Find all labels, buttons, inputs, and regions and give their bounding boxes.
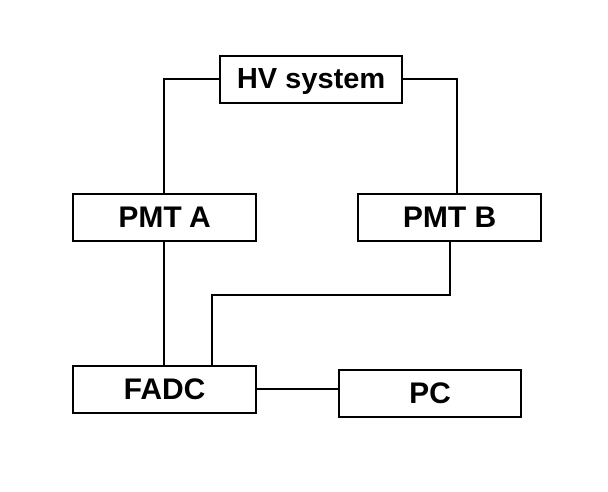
edge-hv-to-pmt-b	[402, 78, 458, 194]
pmt-b-node: PMT B	[357, 193, 542, 242]
pc-label: PC	[409, 376, 451, 410]
pc-node: PC	[338, 369, 522, 418]
edge-pmt-b-to-fadc	[211, 241, 451, 366]
hv-system-label: HV system	[236, 63, 386, 95]
fadc-label: FADC	[123, 372, 206, 406]
pmt-a-label: PMT A	[118, 200, 211, 234]
edge-hv-to-pmt-a	[163, 78, 220, 194]
hv-system-node: HV system	[219, 55, 403, 104]
pmt-a-node: PMT A	[72, 193, 257, 242]
pmt-b-label: PMT B	[402, 200, 497, 234]
fadc-node: FADC	[72, 365, 257, 414]
